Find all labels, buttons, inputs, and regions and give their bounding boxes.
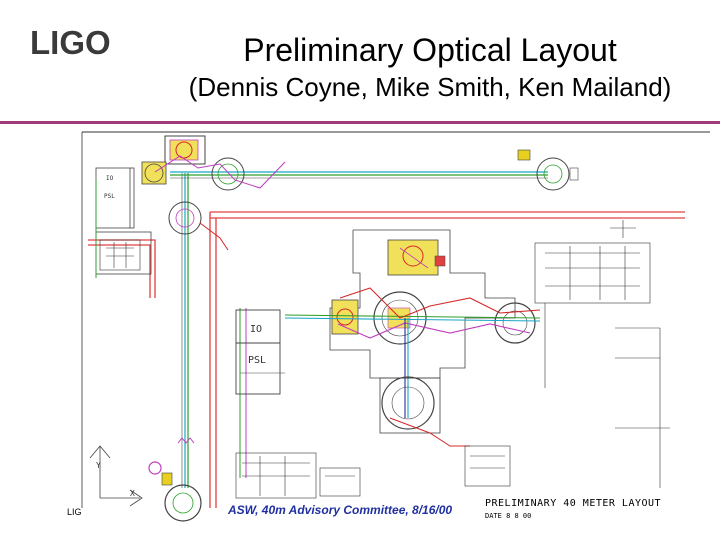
ligo-logo: LIGO (30, 24, 111, 61)
vertex-enclosure (329, 229, 516, 379)
bs-chamber-topleft (141, 135, 245, 191)
itmx-chamber (494, 302, 536, 344)
y-arm-chamber-mid (168, 201, 229, 251)
footer-left-text: LIG (67, 507, 82, 517)
drawing-title-block: PRELIMINARY 40 METER LAYOUT (485, 498, 662, 509)
drawing-date: DATE 8 8 00 (485, 512, 532, 520)
central-beams (284, 287, 541, 418)
page-subtitle: (Dennis Coyne, Mike Smith, Ken Mailand) (188, 72, 672, 102)
axis-x-label: X (130, 489, 135, 498)
page-title: Preliminary Optical Layout (243, 32, 617, 68)
label-io: IO (250, 324, 262, 335)
left-electronics-table (99, 239, 141, 271)
itmy-chamber (379, 376, 470, 447)
mode-cleaner-chamber (331, 299, 359, 335)
magenta-beam-topleft (154, 155, 286, 189)
io-psl-room (235, 309, 281, 395)
as-port-beams (239, 308, 285, 478)
right-electronics-table (534, 220, 651, 304)
x-end-station (517, 149, 579, 191)
lower-middle-table (235, 452, 361, 499)
x-arm-beam (170, 171, 548, 179)
vacuum-enclosure (88, 211, 685, 508)
footer-citation: ASW, 40m Advisory Committee, 8/16/00 (228, 503, 453, 517)
ligo-logo-text: LIGO (30, 24, 111, 61)
label-psl-small: PSL (104, 193, 115, 200)
axis-indicator (89, 445, 143, 507)
label-psl: PSL (248, 355, 266, 366)
y-arm-beam (181, 173, 189, 488)
lower-right-tables (464, 303, 670, 488)
optical-layout-drawing: IO PSL (81, 131, 710, 522)
y-end-station (148, 461, 202, 522)
axis-y-label: Y (96, 461, 101, 470)
header-divider (0, 121, 720, 124)
label-io-small: IO (106, 175, 114, 182)
central-upper-chamber (387, 239, 446, 276)
bellows (177, 437, 195, 444)
